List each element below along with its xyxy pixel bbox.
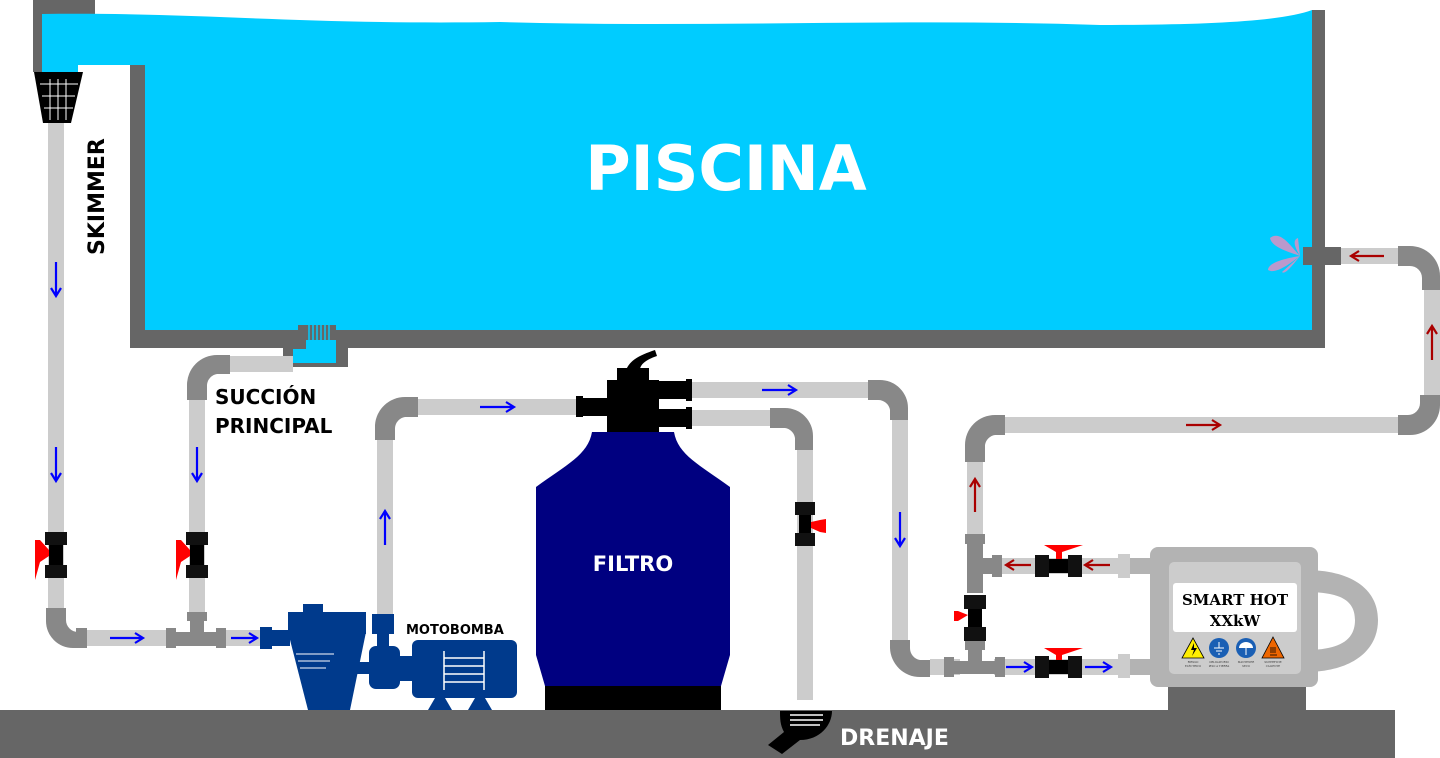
ground-icon: [1209, 638, 1229, 658]
heater-power-label: XXkW: [1210, 612, 1262, 630]
flow-arrow-right-icon: [480, 401, 517, 413]
pool-label: PISCINA: [585, 132, 867, 205]
return-inlet: [1303, 247, 1341, 265]
flow-arrow-right-icon: [1085, 661, 1114, 673]
flow-arrow-left-icon: [1003, 559, 1031, 571]
flow-arrow-right-icon: [231, 632, 260, 644]
flow-arrow-down-icon: [50, 447, 62, 484]
drain-outlet-icon: [768, 711, 832, 754]
flow-arrow-left-icon: [1348, 250, 1384, 262]
skimmer-basket-icon: [34, 72, 83, 123]
flow-arrow-right-icon: [762, 384, 799, 396]
heater-inlet-valve[interactable]: [1035, 648, 1083, 678]
flow-arrow-down-icon: [50, 262, 62, 299]
warning-caption: CALIENTE: [1266, 664, 1280, 668]
skimmer-label: SKIMMER: [85, 138, 110, 255]
drain-label: DRENAJE: [840, 726, 949, 751]
warning-caption: PISO A TIERRA: [1209, 664, 1230, 668]
warning-caption: MANTENER: [1238, 660, 1256, 664]
flow-arrow-right-icon: [1186, 419, 1223, 431]
warning-caption: SUPERFICIE: [1264, 660, 1281, 664]
flow-arrow-left-icon: [1082, 559, 1110, 571]
keep-dry-icon: [1236, 638, 1256, 658]
main-suction-label-line2: PRINCIPAL: [215, 414, 333, 438]
electric-hazard-icon: [1181, 637, 1205, 659]
heater-outlet-valve[interactable]: [1035, 545, 1083, 577]
heater-model-label: SMART HOT: [1182, 591, 1289, 609]
filter-label: FILTRO: [593, 552, 673, 576]
hot-flow-arrows: [969, 250, 1438, 571]
warning-caption: RIESGO: [1188, 660, 1199, 664]
bypass-valve[interactable]: [954, 595, 986, 641]
flow-arrow-up-icon: [1426, 323, 1438, 360]
pool-water: [42, 10, 1312, 330]
flow-arrow-right-icon: [1006, 661, 1035, 673]
hot-surface-icon: [1261, 636, 1285, 659]
flow-arrow-up-icon: [969, 476, 981, 512]
flow-arrow-down-icon: [191, 447, 203, 484]
pump-motor-icon: [260, 604, 517, 710]
main-suction-valve[interactable]: [176, 532, 208, 580]
pipe-fittings: [46, 246, 1440, 677]
main-suction-label-line1: SUCCIÓN: [215, 385, 316, 409]
warning-captions: RIESGO ELÉCTRICO OBLIGATORIO PISO A TIER…: [1185, 660, 1282, 668]
warning-caption: OBLIGATORIO: [1209, 660, 1229, 664]
flow-arrow-up-icon: [379, 508, 391, 545]
pump-label: MOTOBOMBA: [406, 623, 504, 638]
water-spray-icon: [1268, 235, 1300, 273]
filter-tank-icon: [536, 350, 730, 710]
ground-slab: [0, 710, 1395, 758]
warning-caption: ELÉCTRICO: [1185, 663, 1201, 668]
main-drain: [283, 322, 348, 367]
skimmer-valve[interactable]: [35, 532, 67, 580]
flow-arrow-right-icon: [110, 632, 146, 644]
cold-flow-arrows: [50, 262, 1114, 673]
warning-caption: SECO: [1242, 664, 1250, 668]
drain-valve[interactable]: [795, 502, 826, 546]
flow-arrow-down-icon: [894, 512, 906, 549]
